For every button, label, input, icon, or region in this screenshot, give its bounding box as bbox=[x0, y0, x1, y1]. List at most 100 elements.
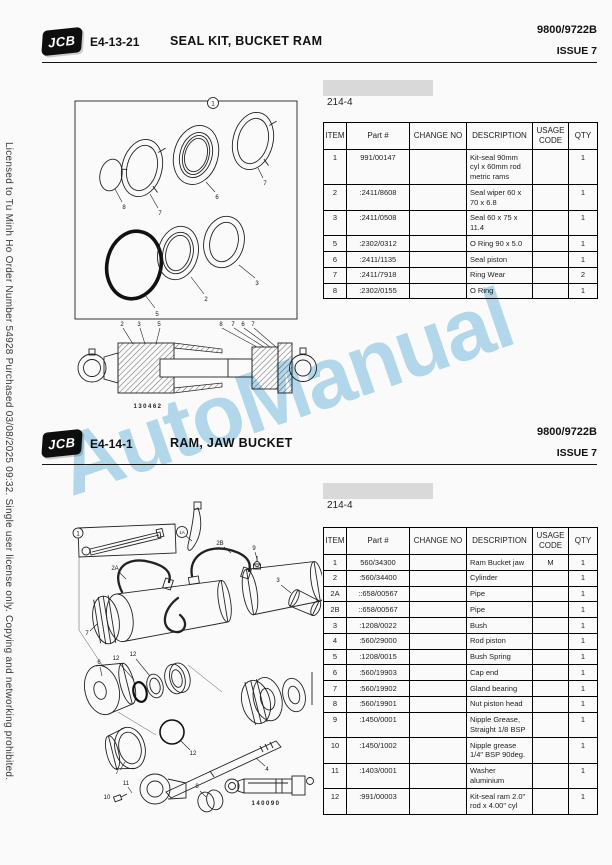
table-cell bbox=[532, 711, 569, 738]
washer bbox=[282, 677, 306, 713]
inset-ram bbox=[81, 527, 165, 556]
diagram-frame bbox=[74, 100, 298, 320]
header-right: 9800/9722B ISSUE 7 bbox=[537, 426, 597, 459]
table-cell: 1 bbox=[568, 209, 598, 237]
table-cell: 1 bbox=[323, 148, 347, 186]
table-cell: Kit-seal ram 2.0" rod x 4.00" cyl bbox=[466, 788, 533, 815]
table-cell: Bush Spring bbox=[466, 648, 533, 666]
column-header: ITEM bbox=[323, 527, 347, 555]
grease-nipple bbox=[253, 556, 261, 570]
table-cell: 3 bbox=[323, 209, 347, 237]
callout-label: 7 bbox=[263, 181, 267, 187]
table-cell: 1 bbox=[568, 737, 598, 764]
callout-label: 1 bbox=[76, 531, 80, 537]
column-header: USAGE CODE bbox=[532, 122, 569, 150]
hook-pin-top bbox=[193, 501, 202, 510]
column-header: CHANGE NO bbox=[409, 527, 467, 555]
page-title: SEAL KIT, BUCKET RAM bbox=[170, 34, 323, 48]
pipe-2b bbox=[190, 547, 251, 578]
page-title: RAM, JAW BUCKET bbox=[170, 436, 293, 450]
table-cell bbox=[409, 601, 467, 618]
callout-label: 3 bbox=[137, 322, 141, 328]
section-code: E4-13-21 bbox=[90, 35, 140, 49]
table-cell bbox=[409, 737, 467, 764]
column-header: QTY bbox=[568, 122, 598, 150]
callout-label: 8 bbox=[219, 322, 223, 328]
table-cell bbox=[409, 695, 467, 713]
table-cell: 2 bbox=[568, 266, 598, 284]
table-cell: Pipe bbox=[466, 601, 533, 618]
table-cell bbox=[409, 762, 467, 789]
table-cell: 1 bbox=[568, 251, 598, 268]
callout-label: 8 bbox=[195, 784, 199, 790]
pipe-fitting bbox=[240, 566, 252, 580]
doc-number: 9800/9722B bbox=[537, 24, 597, 36]
ram-jaw-bucket-diagram: 1 1A 2A 2B 9 7 bbox=[72, 501, 322, 813]
table-cell: 1 bbox=[568, 617, 598, 634]
table-cell bbox=[532, 569, 569, 587]
callout-label: 2A bbox=[111, 566, 118, 572]
column-header: Part # bbox=[346, 122, 410, 150]
jcb-logo-text: JCB bbox=[47, 32, 77, 51]
redacted-box bbox=[323, 483, 433, 499]
callout-circle bbox=[207, 97, 219, 109]
section-header: JCB E4-13-21 SEAL KIT, BUCKET RAM 9800/9… bbox=[41, 24, 597, 68]
table-cell bbox=[532, 235, 569, 252]
table-cell bbox=[409, 554, 467, 571]
nipple-small bbox=[112, 793, 128, 803]
table-cell bbox=[409, 648, 467, 666]
callout-label: 8 bbox=[122, 205, 126, 211]
table-cell: 3 bbox=[323, 617, 347, 634]
header-divider bbox=[42, 464, 597, 465]
table-header-row: ITEM Part # CHANGE NO DESCRIPTION USAGE … bbox=[323, 122, 598, 150]
table-cell: 2B bbox=[323, 601, 347, 618]
callout-label: 7 bbox=[115, 770, 119, 776]
table-cell bbox=[409, 251, 467, 268]
callout-label: 6 bbox=[97, 660, 101, 666]
table-cell bbox=[532, 209, 569, 237]
table-cell bbox=[409, 209, 467, 237]
o-ring bbox=[159, 719, 185, 745]
table-cell: :1208/0015 bbox=[346, 648, 410, 666]
table-cell: :1403/0001 bbox=[346, 762, 410, 789]
table-cell: Nipple grease 1/4" BSP 90deg. bbox=[466, 737, 533, 764]
table-cell: :1208/0022 bbox=[346, 617, 410, 634]
callout-label: 6 bbox=[241, 322, 245, 328]
table-cell: 6 bbox=[323, 664, 347, 681]
table-cell: 1 bbox=[568, 569, 598, 587]
table-cell: 1 bbox=[568, 601, 598, 618]
table-cell bbox=[532, 617, 569, 634]
table-cell: :2302/0312 bbox=[346, 235, 410, 252]
callout-label: 11 bbox=[123, 781, 130, 787]
table-cell: Kit-seal 90mm cyl x 60mm rod metric rams bbox=[466, 148, 533, 186]
table-cell: Seal wiper 60 x 70 x 6.8 bbox=[466, 184, 533, 211]
callout-label: 2 bbox=[120, 322, 124, 328]
table-cell: 1 bbox=[568, 585, 598, 603]
threaded-ring bbox=[164, 662, 191, 695]
table-cell: Washer aluminium bbox=[466, 762, 533, 789]
table-cell: 2 bbox=[323, 569, 347, 587]
table-cell: :560/19901 bbox=[346, 695, 410, 713]
callout-label: 7 bbox=[85, 631, 89, 637]
pipe-2a bbox=[117, 559, 171, 594]
page-ref: 214-4 bbox=[327, 97, 353, 108]
table-cell: Nipple Grease, Straight 1/8 BSP bbox=[466, 711, 533, 738]
table-cell bbox=[532, 282, 569, 300]
callout-label: 12 bbox=[190, 751, 197, 757]
table-cell: :1450/1002 bbox=[346, 737, 410, 764]
table-cell: 1 bbox=[568, 554, 598, 571]
table-cell: M bbox=[532, 554, 569, 571]
callout-label: 3 bbox=[255, 281, 259, 287]
mini-ram-assembly bbox=[224, 775, 314, 796]
callout-label: 7 bbox=[158, 211, 162, 217]
